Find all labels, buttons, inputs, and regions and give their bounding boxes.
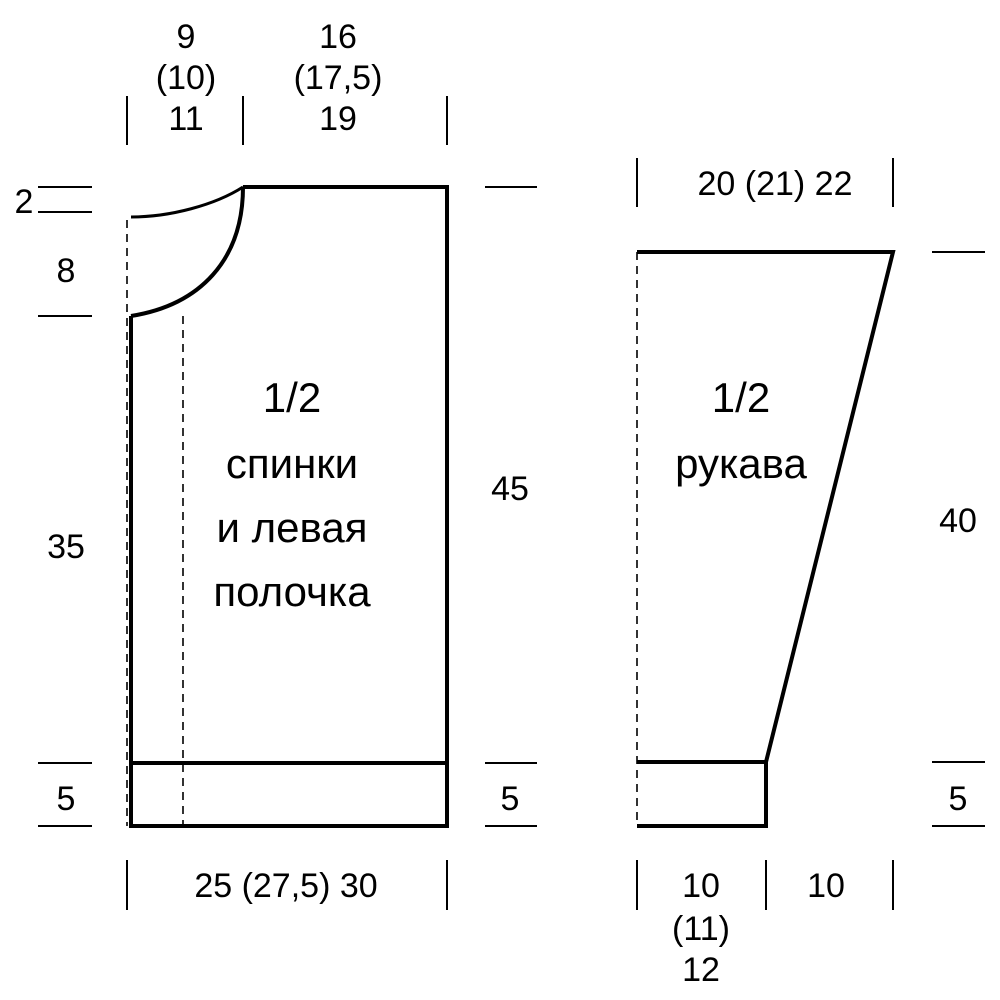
- neckline-back-curve: [130, 185, 244, 219]
- back-total-length: 45: [491, 470, 529, 508]
- neckline-front-curve: [130, 186, 245, 318]
- sleeve-bottom-left-width-1: 10: [682, 867, 720, 905]
- sleeve-length: 40: [939, 502, 977, 540]
- back-neck-depth-small: 2: [15, 183, 34, 221]
- sleeve-bottom-left-width-3: 12: [682, 951, 720, 989]
- sleeve-rib: 5: [949, 780, 968, 818]
- back-piece: 9 (10) 11 16 (17,5) 19 2 8 35 5 45 5 25 …: [15, 18, 537, 910]
- sleeve-bottom-right-width: 10: [807, 867, 845, 905]
- sleeve-label-1: 1/2: [712, 374, 770, 421]
- back-piece-outline: [129, 185, 449, 828]
- sleeve-bottom-left-width-2: (11): [672, 910, 730, 948]
- back-label-4: полочка: [213, 568, 371, 615]
- back-rib-left: 5: [57, 780, 76, 818]
- back-top-right-width-2: (17,5): [294, 59, 383, 97]
- back-label-1: 1/2: [263, 374, 321, 421]
- sleeve-label-2: рукава: [675, 440, 807, 487]
- back-top-left-width-2: (10): [156, 59, 216, 97]
- back-top-right-width-1: 16: [319, 18, 357, 56]
- back-bottom-width: 25 (27,5) 30: [194, 867, 377, 905]
- back-label-2: спинки: [226, 440, 358, 487]
- sleeve-top-width: 20 (21) 22: [698, 165, 853, 203]
- sleeve-piece: 20 (21) 22 40 5 10 (11) 12 10 1/2 рукава: [636, 158, 985, 989]
- back-neck-depth: 8: [57, 252, 76, 290]
- back-rib-right: 5: [501, 780, 520, 818]
- back-top-left-width-3: 11: [168, 100, 203, 138]
- back-top-left-width-1: 9: [177, 18, 196, 56]
- back-label-3: и левая: [217, 504, 368, 551]
- back-side-length: 35: [47, 528, 85, 566]
- back-top-right-width-3: 19: [319, 100, 357, 138]
- sleeve-outline: [637, 250, 896, 828]
